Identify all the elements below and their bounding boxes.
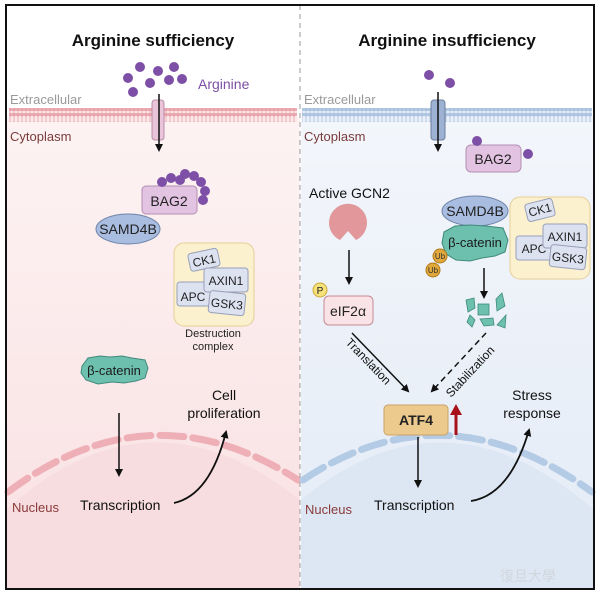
arginine-dot: [145, 78, 155, 88]
phospho-group: [312, 282, 328, 298]
left-complex-ck1: CK1: [187, 247, 221, 272]
left-complex-axin1: AXIN1: [209, 274, 244, 288]
atf4: [383, 404, 449, 436]
svg-text:CK1: CK1: [191, 251, 217, 270]
left-samd4b-label: SAMD4B: [99, 221, 157, 237]
ub1-label: Ub: [435, 252, 446, 261]
arginine-dot: [424, 70, 434, 80]
left-nuclear-envelope: [4, 431, 302, 496]
gcn2-enzyme: [329, 203, 367, 240]
arginine-molecules: [123, 62, 187, 97]
left-samd4b: [95, 213, 161, 245]
gcn2-label: Active GCN2: [309, 185, 390, 201]
upregulation-arrow-icon: [450, 404, 462, 435]
right-bag2-label: BAG2: [474, 151, 512, 167]
left-complex-apc: APC: [181, 290, 206, 304]
eif2a-label: eIF2α: [330, 303, 366, 319]
arginine-dot: [123, 73, 133, 83]
right-beta-catenin: [441, 224, 509, 262]
right-nuclear-envelope: [299, 431, 596, 496]
left-title: Arginine sufficiency: [72, 31, 235, 50]
left-transcription-label: Transcription: [80, 497, 160, 513]
right-beta-catenin-label: β-catenin: [448, 235, 502, 250]
left-extracellular-label: Extracellular: [10, 92, 82, 107]
eif2a: [323, 295, 374, 326]
right-complex-apc: APC: [522, 242, 547, 256]
degraded-beta-catenin-fragments: [465, 292, 507, 329]
left-cytoplasm-label: Cytoplasm: [10, 129, 71, 144]
svg-text:GSK3: GSK3: [210, 295, 244, 312]
left-outcome-arrow: [173, 430, 229, 504]
ubiquitin-1: [432, 248, 448, 264]
left-bag2-label: BAG2: [150, 193, 188, 209]
right-complex-ck1: CK1: [524, 198, 556, 222]
arginine-dot: [169, 62, 179, 72]
destruction-complex-caption-1: Destruction: [185, 328, 241, 340]
right-samd4b-label: SAMD4B: [446, 203, 504, 219]
right-complex-axin1: AXIN1: [548, 230, 583, 244]
right-nucleus-area: [301, 442, 594, 589]
arginine-dot: [128, 87, 138, 97]
ub2-label: Ub: [428, 266, 439, 275]
right-outcome-line2: response: [503, 405, 561, 421]
right-outcome-line1: Stress: [512, 387, 552, 403]
left-nucleus-label: Nucleus: [12, 500, 59, 515]
left-bag2: [141, 185, 198, 215]
right-outcome-arrow: [470, 428, 532, 502]
right-extracellular-label: Extracellular: [304, 92, 376, 107]
bound-arginine-chain: [157, 169, 210, 205]
arginine-label: Arginine: [198, 76, 250, 92]
left-beta-catenin: [80, 355, 149, 385]
left-panel: Arginine sufficiency Arginine Extracellu…: [4, 5, 302, 589]
right-bag2: [465, 144, 522, 173]
left-outcome-line1: Cell: [212, 387, 236, 403]
left-arginine-transporter: [151, 99, 165, 141]
arginine-dot: [153, 66, 163, 76]
left-complex-gsk3: GSK3: [207, 290, 247, 317]
arginine-dot: [164, 75, 174, 85]
svg-text:GSK3: GSK3: [551, 249, 585, 266]
svg-text:CK1: CK1: [527, 200, 553, 219]
right-complex-gsk3: GSK3: [548, 244, 588, 271]
arginine-dot: [523, 149, 533, 159]
left-beta-catenin-label: β-catenin: [87, 363, 141, 378]
right-panel: Arginine insufficiency Extracellular Cyt…: [299, 5, 596, 589]
arginine-dot: [445, 78, 455, 88]
right-nucleus-label: Nucleus: [305, 502, 352, 517]
right-membrane: [302, 108, 592, 122]
stabilization-arrow: [430, 332, 487, 393]
right-transcription-label: Transcription: [374, 497, 454, 513]
arginine-dot: [177, 74, 187, 84]
watermark: 復旦大學: [500, 568, 556, 584]
arginine-dot: [135, 62, 145, 72]
ubiquitin-2: [425, 262, 441, 278]
translation-arrow: [351, 332, 410, 393]
phospho-label: P: [317, 286, 324, 297]
right-cytoplasm-label: Cytoplasm: [304, 129, 365, 144]
atf4-label: ATF4: [399, 412, 433, 428]
figure-border: [5, 4, 595, 590]
destruction-complex-caption-2: complex: [193, 341, 234, 353]
left-nucleus-area: [6, 442, 300, 589]
arginine-dot: [472, 136, 482, 146]
right-title: Arginine insufficiency: [358, 31, 536, 50]
left-outcome-line2: proliferation: [187, 405, 260, 421]
